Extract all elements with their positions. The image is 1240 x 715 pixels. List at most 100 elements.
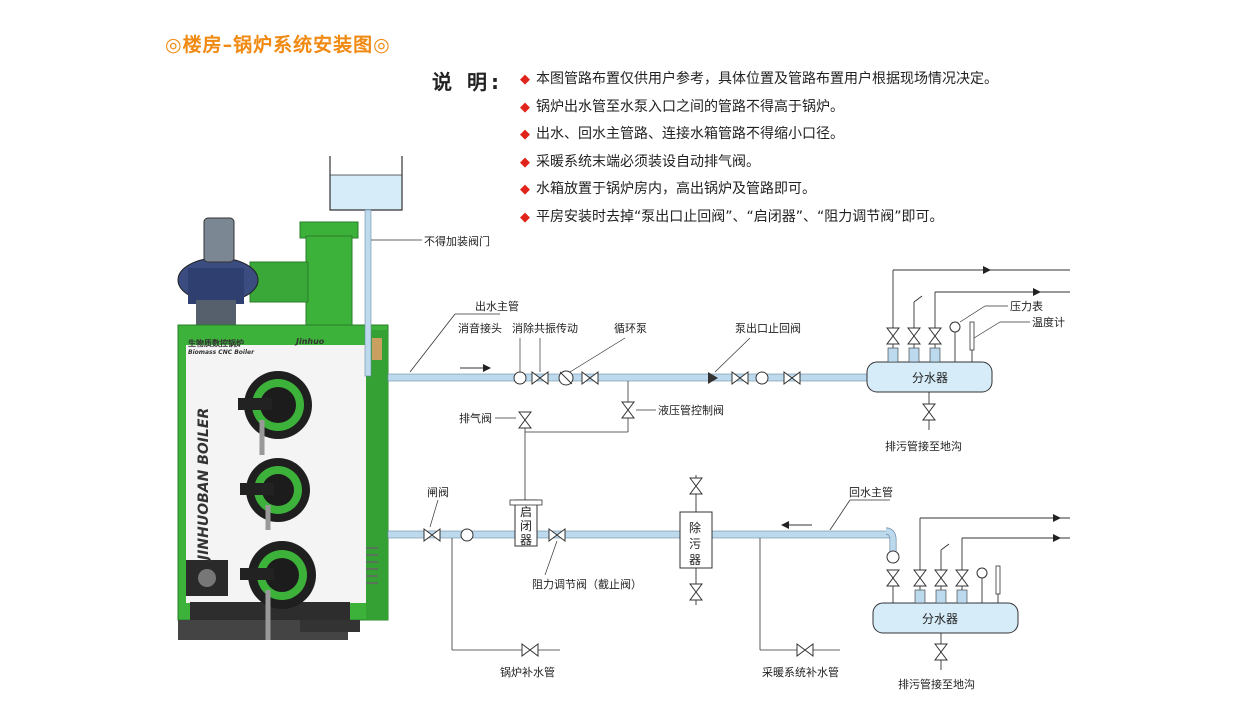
water-tank: [329, 156, 403, 211]
air-vent-valve-icon: [518, 411, 532, 429]
tank-water: [330, 175, 402, 210]
expansion-pipe: [364, 209, 372, 377]
label-no-valve: 不得加装阀门: [424, 234, 490, 248]
flue-pipe: [305, 235, 353, 327]
boiler: 生物质数控锅炉 Biomass CNC Boiler Jinhuo JINHUO…: [177, 217, 389, 640]
flue-connector: [249, 261, 309, 303]
drain-valve-icon: [922, 403, 936, 421]
leader-line: [569, 337, 626, 373]
return-elbow-fill: [885, 528, 896, 560]
leader-line: [544, 540, 558, 576]
pressure-gauge-icon: [976, 567, 988, 579]
note-item: ◆本图管路布置仅供用户参考，具体位置及管路布置用户根据现场情况决定。: [520, 71, 998, 87]
label-drain-upper: 排污管接至地沟: [885, 439, 962, 453]
notes-heading: 说 明:: [432, 70, 503, 94]
label-boiler-makeup: 锅炉补水管: [500, 665, 555, 679]
valve-icon: [907, 327, 921, 345]
sight-glass-icon: [198, 569, 216, 587]
boiler-door-lower: [240, 541, 316, 640]
diamond-bullet-icon: ◆: [520, 72, 530, 87]
note-item: ◆平房安装时去掉“泵出口止回阀”、“启闭器”、“阻力调节阀”即可。: [520, 208, 944, 225]
page-title: ◎楼房–锅炉系统安装图◎: [165, 34, 391, 56]
note-item: ◆锅炉出水管至水泵入口之间的管路不得高于锅炉。: [520, 98, 844, 115]
muffler-joint-icon: [460, 528, 474, 542]
label-opener-2: 闭: [520, 519, 532, 533]
boiler-foot: [300, 620, 360, 632]
label-vibration-damper: 消除共振传动: [512, 321, 578, 335]
valve-icon: [955, 569, 969, 587]
valve-icon: [886, 327, 900, 345]
label-drain-lower: 排污管接至地沟: [898, 677, 975, 691]
label-distributor-lower: 分水器: [922, 612, 958, 626]
pump-mark: [559, 371, 573, 385]
drain-valve-icon: [934, 643, 948, 661]
diamond-bullet-icon: ◆: [520, 99, 530, 115]
branch-stub: [940, 543, 950, 551]
valve-icon: [886, 569, 900, 587]
pressure-gauge-icon: [949, 321, 961, 333]
label-opener-3: 器: [520, 533, 532, 547]
distributor-upper: [866, 361, 993, 393]
label-decon-1: 除: [689, 520, 701, 535]
boiler-door-upper: [238, 371, 312, 455]
note-item: ◆水箱放置于锅炉房内，高出锅炉及管路即可。: [520, 181, 816, 197]
leader-line: [959, 305, 986, 323]
muffler-joint-icon: [886, 550, 900, 564]
muffler-joint-icon: [513, 371, 527, 385]
label-hydraulic-valve: 液压管控制阀: [658, 403, 724, 417]
badge-plate: [372, 338, 382, 360]
label-thermometer: 温度计: [1032, 315, 1065, 329]
diamond-bullet-icon: ◆: [520, 182, 530, 197]
label-resistance-valve: 阻力调节阀（截止阀）: [532, 577, 642, 591]
branch-socket: [956, 589, 968, 604]
leader-line: [714, 337, 751, 373]
check-valve-icon: [708, 372, 718, 384]
diamond-bullet-icon: ◆: [520, 209, 530, 225]
label-pump-check-valve: 泵出口止回阀: [735, 321, 801, 335]
notes-list: ◆本图管路布置仅供用户参考，具体位置及管路布置用户根据现场情况决定。 ◆锅炉出水…: [520, 66, 998, 231]
leader-line: [429, 499, 439, 528]
label-muffler-joint: 消音接头: [458, 321, 502, 335]
valve-icon: [689, 583, 703, 601]
branch-socket: [914, 589, 926, 604]
thermometer-icon: [969, 321, 975, 351]
label-distributor-upper: 分水器: [912, 371, 948, 385]
diamond-bullet-icon: ◆: [520, 154, 530, 170]
leader-line: [973, 321, 1001, 339]
label-opener-1: 启: [520, 505, 532, 519]
label-air-vent: 排气阀: [459, 411, 492, 425]
branch-socket: [935, 589, 947, 604]
label-circulation-pump: 循环泵: [614, 322, 647, 335]
boiler-name-en: Biomass CNC Boiler: [188, 349, 255, 356]
thermometer-icon: [995, 565, 1001, 595]
leader-line: [409, 313, 456, 373]
branch-socket: [929, 347, 941, 363]
valve-icon: [913, 569, 927, 587]
note-item: ◆出水、回水主管路、连接水箱管路不得缩小口径。: [520, 126, 844, 142]
label-heating-makeup: 采暖系统补水管: [762, 665, 839, 679]
brand-logo: Jinhuo: [294, 337, 325, 346]
label-gate-valve: 闸阀: [427, 485, 449, 499]
label-pressure-gauge: 压力表: [1010, 299, 1043, 313]
label-decon-3: 器: [689, 553, 701, 567]
label-outlet-main: 出水主管: [475, 299, 519, 313]
boiler-brand-vertical: JINHUOBAN BOILER: [196, 408, 212, 563]
valve-icon: [934, 569, 948, 587]
muffler-joint-icon: [755, 371, 769, 385]
makeup-valve-icon: [521, 643, 539, 657]
branch-socket: [908, 347, 920, 363]
vent-grille: [366, 547, 378, 584]
blower-motor: [203, 217, 235, 263]
leader-line: [829, 499, 851, 531]
branch-socket: [887, 347, 899, 363]
label-return-main: 回水主管: [849, 485, 893, 499]
decontaminator-box: [679, 511, 713, 569]
boiler-name-cn: 生物质数控锅炉: [188, 338, 244, 348]
valve-icon: [689, 477, 703, 495]
boiler-door-middle: [240, 458, 310, 530]
hydraulic-valve-icon: [621, 401, 635, 419]
note-item: ◆采暖系统末端必须装设自动排气阀。: [520, 153, 760, 170]
opener-cap: [509, 499, 543, 506]
makeup-valve-icon: [796, 643, 814, 657]
